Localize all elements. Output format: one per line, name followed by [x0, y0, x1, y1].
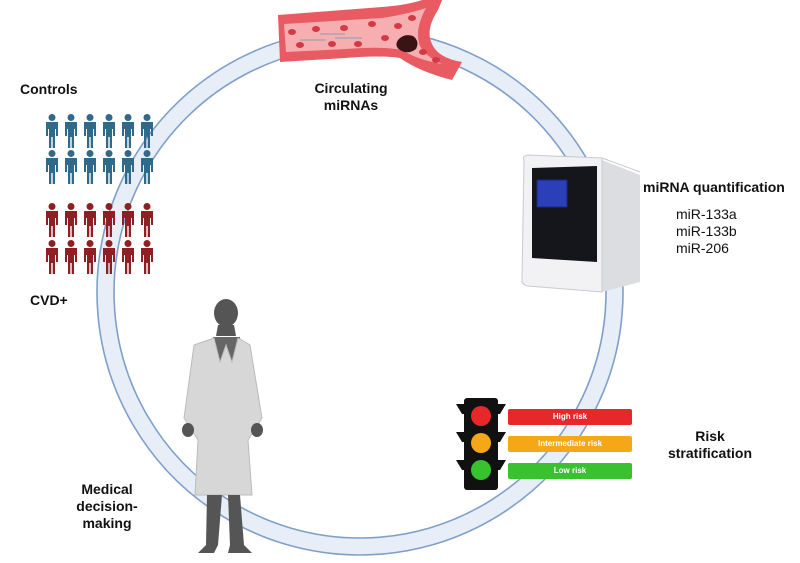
- person-icon: [46, 240, 58, 274]
- person-icon: [141, 150, 153, 184]
- person-icon: [84, 150, 96, 184]
- traffic-light-icon: [456, 398, 506, 490]
- low-risk-bar: Low risk: [508, 463, 632, 479]
- person-icon: [46, 114, 58, 148]
- controls-label: Controls: [20, 81, 78, 97]
- person-icon: [46, 203, 58, 237]
- person-icon: [122, 203, 134, 237]
- person-icon: [122, 240, 134, 274]
- high-risk-bar: High risk: [508, 409, 632, 425]
- green-light: [471, 460, 491, 480]
- person-icon: [103, 150, 115, 184]
- person-icon: [65, 240, 77, 274]
- controls-people-group: [46, 114, 153, 184]
- risk-stratification-label: Risk stratification: [667, 428, 752, 461]
- cvd-people-group: [46, 203, 153, 274]
- person-icon: [84, 203, 96, 237]
- person-icon: [122, 150, 134, 184]
- person-icon: [103, 114, 115, 148]
- mirna-item: miR-133b: [676, 223, 737, 239]
- medical-decision-label: Medical decision-making: [76, 481, 138, 531]
- mirna-quantification-label: miRNA quantification: [643, 179, 785, 195]
- person-icon: [103, 203, 115, 237]
- yellow-light: [471, 433, 491, 453]
- mirna-item: miR-206: [676, 240, 729, 256]
- person-icon: [65, 150, 77, 184]
- person-icon: [141, 203, 153, 237]
- person-icon: [122, 114, 134, 148]
- red-light: [471, 406, 491, 426]
- doctor-icon: [182, 299, 263, 553]
- person-icon: [84, 114, 96, 148]
- person-icon: [141, 240, 153, 274]
- cvd-label: CVD+: [30, 292, 68, 308]
- person-icon: [103, 240, 115, 274]
- mirna-list: miR-133a miR-133b miR-206: [676, 206, 737, 257]
- person-icon: [84, 240, 96, 274]
- clot-icon: [396, 35, 418, 53]
- person-icon: [141, 114, 153, 148]
- person-icon: [65, 203, 77, 237]
- qpcr-instrument-icon: [521, 154, 641, 293]
- intermediate-risk-bar: Intermediate risk: [508, 436, 632, 452]
- blood-vessel-icon: [278, 0, 462, 80]
- mirna-item: miR-133a: [676, 206, 737, 222]
- person-icon: [65, 114, 77, 148]
- circulating-mirnas-label: Circulating miRNAs: [314, 80, 388, 113]
- person-icon: [46, 150, 58, 184]
